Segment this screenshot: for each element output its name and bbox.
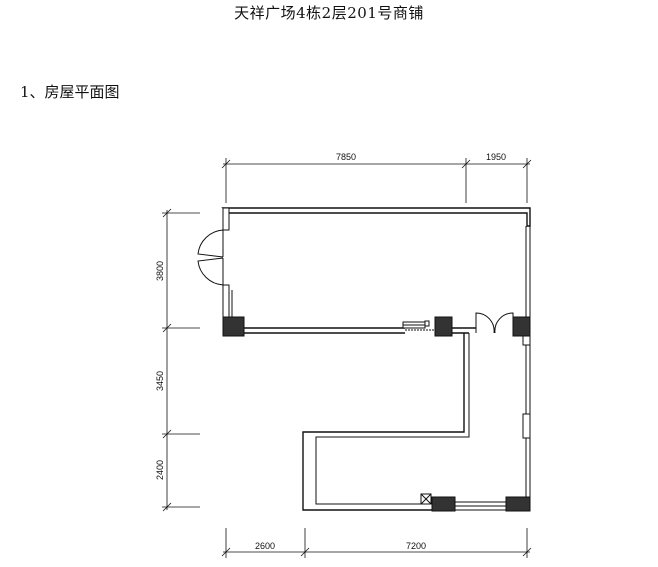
right-door [475, 312, 514, 334]
column-bottom-right [505, 496, 531, 512]
column-right-upper [512, 316, 531, 337]
column-mid [434, 316, 453, 337]
dim-top-2: 1950 [486, 152, 506, 162]
section-heading: 1、房屋平面图 [20, 83, 120, 101]
wall-top [221, 207, 531, 227]
document-title: 天祥广场4栋2层201号商铺 [234, 4, 424, 22]
left-door [197, 229, 224, 286]
dim-left-2: 3450 [155, 371, 165, 391]
dim-left-1: 3800 [155, 261, 165, 281]
dim-bottom-1: 2600 [255, 541, 275, 551]
window-right-1 [522, 335, 531, 346]
window-right-2 [522, 413, 531, 439]
wall-left-upper [222, 207, 230, 231]
dim-bottom-2: 7200 [406, 541, 426, 551]
wall-left-lower [222, 284, 230, 318]
wall-inner-l [315, 333, 470, 505]
column-left [222, 316, 245, 337]
vent-symbol [420, 493, 432, 505]
column-bottom-mid [431, 496, 456, 512]
dim-top-1: 7850 [336, 152, 356, 162]
dim-left-3: 2400 [155, 460, 165, 480]
